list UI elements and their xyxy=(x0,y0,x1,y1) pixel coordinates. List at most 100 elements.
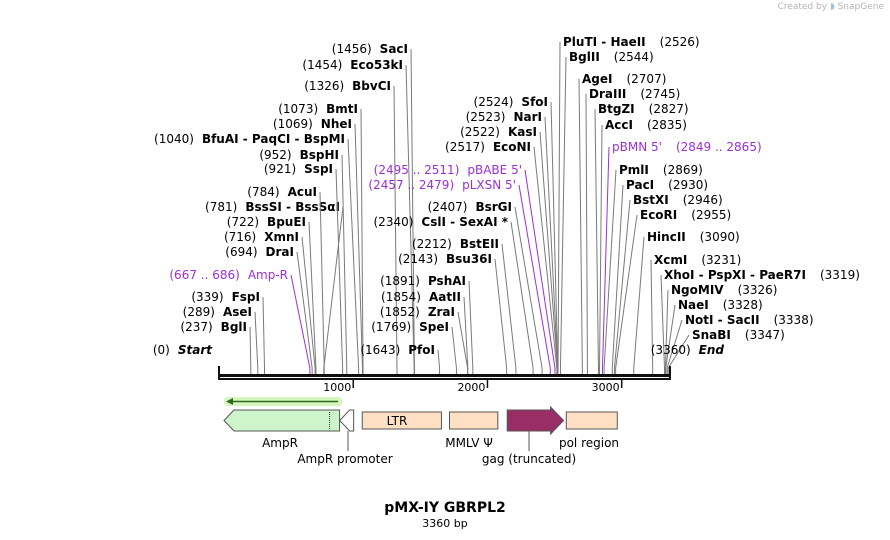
site-csli-sexai[interactable]: (2340)CslI - SexAI * xyxy=(374,215,534,375)
site-pmli[interactable]: PmlI(2869) xyxy=(603,163,703,375)
site-aatii[interactable]: (1854)AatII xyxy=(381,290,469,375)
site-bpuei[interactable]: (722)BpuEI xyxy=(227,215,317,375)
site-xmni[interactable]: (716)XmnI xyxy=(224,230,316,375)
site-label: PmlI(2869) xyxy=(619,163,703,177)
feature-gag-truncated[interactable]: gag (truncated) xyxy=(482,405,576,466)
enzyme-name: pBABE 5' xyxy=(467,163,522,177)
site-xhoi-pspxi-paer7i[interactable]: XhoI - PspXI - PaeR7I(3319) xyxy=(660,268,860,375)
site-acci[interactable]: AccI(2835) xyxy=(599,118,687,375)
site-btgzi[interactable]: BtgZI(2827) xyxy=(594,102,689,375)
site-leader-line xyxy=(615,214,638,369)
site-naei[interactable]: NaeI(3328) xyxy=(665,298,763,375)
site-bfuai-paqci-bspmi[interactable]: (1040)BfuAI - PaqCI - BspMI xyxy=(154,132,360,375)
site-paci[interactable]: PacI(2930) xyxy=(611,178,708,375)
site-label: (1852)ZraI xyxy=(380,305,455,319)
site-drai[interactable]: (694)DraI xyxy=(225,245,313,375)
feature-mmlv[interactable]: MMLV Ψ xyxy=(445,411,499,450)
site-sspi[interactable]: (921)SspI xyxy=(264,162,344,375)
site-saci[interactable]: (1456)SacI xyxy=(332,42,415,375)
site-spei[interactable]: (1769)SpeI xyxy=(371,320,457,375)
enzyme-name: BstXI xyxy=(633,193,669,207)
enzyme-name: BtgZI xyxy=(598,102,635,116)
site-ngomiv[interactable]: NgoMIV(3326) xyxy=(664,283,777,375)
site-sfoi[interactable]: (2524)SfoI xyxy=(474,95,559,375)
site-bsu36i[interactable]: (2143)Bsu36I xyxy=(398,252,508,375)
site-bsphi[interactable]: (952)BspHI xyxy=(259,148,348,375)
site-noti-sacii[interactable]: NotI - SacII(3338) xyxy=(666,313,814,375)
site-ecori[interactable]: EcoRI(2955) xyxy=(615,208,732,375)
site-bsrgi[interactable]: (2407)BsrGI xyxy=(428,200,543,375)
site-eco53ki[interactable]: (1454)Eco53kI xyxy=(302,58,415,375)
site-bglii[interactable]: BglII(2544) xyxy=(559,50,654,375)
site-label: XhoI - PspXI - PaeR7I(3319) xyxy=(664,268,860,282)
site-acui[interactable]: (784)AcuI xyxy=(247,185,325,375)
site-asei[interactable]: (289)AseI xyxy=(183,305,259,375)
site-pbabe-5[interactable]: (2495 .. 2511)pBABE 5' xyxy=(374,163,556,375)
site-bbvci[interactable]: (1326)BbvCI xyxy=(304,79,398,375)
site-plxsn-5[interactable]: (2457 .. 2479)pLXSN 5' xyxy=(368,178,551,375)
site-amp-r[interactable]: (667 .. 686)Amp-R xyxy=(169,268,311,375)
site-pshai[interactable]: (1891)PshAI xyxy=(380,274,474,375)
enzyme-name: AccI xyxy=(605,118,633,132)
site-hincii[interactable]: HincII(3090) xyxy=(633,230,740,375)
site-label: (2522)KasI xyxy=(460,125,537,139)
enzyme-name: SpeI xyxy=(419,320,449,334)
site-coordinate: (1852) xyxy=(380,305,420,319)
backbone-strand-bottom xyxy=(219,378,670,380)
site-label: BstXI(2946) xyxy=(633,193,723,207)
site-label: BtgZI(2827) xyxy=(598,102,689,116)
site-coordinate: (3319) xyxy=(820,268,860,282)
enzyme-name: BglI xyxy=(221,320,247,334)
site-nari[interactable]: (2523)NarI xyxy=(466,110,559,375)
site-leader-line xyxy=(501,243,517,369)
site-start[interactable]: (0)Start xyxy=(153,343,213,357)
enzyme-name: PfoI xyxy=(408,343,435,357)
feature-ampr[interactable]: AmpR xyxy=(223,409,341,450)
enzyme-name: pLXSN 5' xyxy=(462,178,516,192)
site-coordinate: (722) xyxy=(227,215,259,229)
site-zrai[interactable]: (1852)ZraI xyxy=(380,305,469,375)
site-bmti[interactable]: (1073)BmtI xyxy=(278,102,364,375)
site-coordinate: (2526) xyxy=(660,35,700,49)
site-econi[interactable]: (2517)EcoNI xyxy=(445,140,558,375)
site-leader-line xyxy=(660,274,665,369)
site-nhei[interactable]: (1069)NheI xyxy=(273,117,363,375)
site-bsteii[interactable]: (2212)BstEII xyxy=(412,237,517,375)
site-draiii[interactable]: DraIII(2745) xyxy=(585,87,680,375)
site-end[interactable]: (3360)End xyxy=(651,343,725,357)
feature-shape xyxy=(565,411,618,430)
site-label: DraIII(2745) xyxy=(589,87,680,101)
feature-ltr[interactable]: LTR xyxy=(361,411,442,430)
site-leader-line xyxy=(347,138,360,369)
site-coordinate: (2544) xyxy=(614,50,654,64)
site-fspi[interactable]: (339)FspI xyxy=(191,290,266,375)
site-leader-line xyxy=(354,123,363,369)
site-label: (1854)AatII xyxy=(381,290,461,304)
site-bstxi[interactable]: BstXI(2946) xyxy=(613,193,723,375)
site-bgli[interactable]: (237)BglI xyxy=(180,320,252,375)
snapgene-watermark: Created by ◗ SnapGene xyxy=(778,2,884,12)
site-xcmi[interactable]: XcmI(3231) xyxy=(650,253,741,375)
site-label: (2212)BstEII xyxy=(412,237,499,251)
enzyme-name: NotI - SacII xyxy=(685,313,760,327)
site-label: (2457 .. 2479)pLXSN 5' xyxy=(368,178,516,192)
site-agei[interactable]: AgeI(2707) xyxy=(578,72,666,375)
scale-tick-label: 3000 xyxy=(592,381,620,394)
enzyme-name: BsrGI xyxy=(475,200,512,214)
site-leader-line xyxy=(559,56,567,369)
site-pluti-haeii[interactable]: PluTI - HaeII(2526) xyxy=(557,35,700,375)
site-pfoi[interactable]: (1643) PfoI xyxy=(360,343,441,375)
site-label: (1040)BfuAI - PaqCI - BspMI xyxy=(154,132,345,146)
site-label: (784)AcuI xyxy=(247,185,317,199)
site-label: AgeI(2707) xyxy=(582,72,666,86)
enzyme-name: SnaBI xyxy=(692,328,731,342)
feature-shape xyxy=(361,411,442,430)
site-coordinate: (1073) xyxy=(278,102,318,116)
site-coordinate: (1643) xyxy=(360,343,400,357)
site-snabi[interactable]: SnaBI(3347) xyxy=(667,328,785,375)
site-pbmn-5[interactable]: pBMN 5'(2849 .. 2865) xyxy=(601,140,762,375)
scale-tick: 2000 xyxy=(457,380,489,394)
feature-pol-region[interactable]: pol region xyxy=(559,411,619,450)
site-label: EcoRI(2955) xyxy=(640,208,731,222)
feature-ampr-promoter[interactable]: AmpR promoter xyxy=(297,409,393,466)
